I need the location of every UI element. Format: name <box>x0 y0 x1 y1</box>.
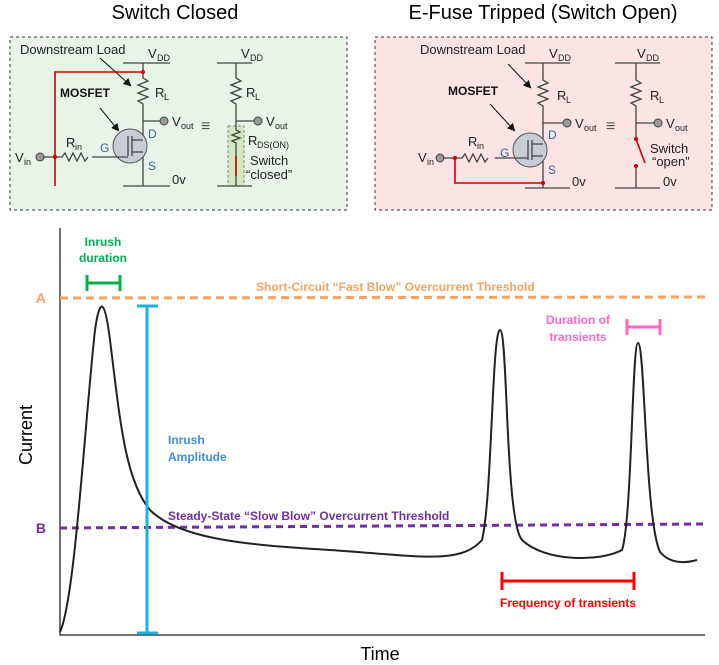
vout-label-3: V <box>575 116 584 131</box>
current-graph: Current Time A Short-Circuit “Fast Blow”… <box>16 228 706 664</box>
switch-label: Switch <box>250 153 288 168</box>
gate-feedback-wire <box>54 71 143 186</box>
open-label: “open” <box>652 154 690 169</box>
source-label: S <box>148 159 156 173</box>
level-b-label: B <box>36 520 46 536</box>
vout-label: V <box>172 114 181 129</box>
drain-label-2: D <box>548 128 557 142</box>
vdd-label-3: V <box>549 46 558 61</box>
inrush-amplitude-marker <box>137 304 158 635</box>
closed-label: “closed” <box>246 167 292 182</box>
fast-blow-threshold-line <box>59 295 706 300</box>
open-switch <box>635 138 646 164</box>
rds-label: R <box>248 133 257 148</box>
downstream-load-label: Downstream Load <box>20 42 126 57</box>
vout-sub-3: out <box>584 123 597 133</box>
vdd-label-2: V <box>241 46 250 61</box>
switch-label-2: Switch <box>650 141 688 156</box>
drain-label: D <box>148 127 157 141</box>
equivalent-symbol: ≡ <box>201 118 210 135</box>
rin-sub: in <box>75 142 82 152</box>
ground-label-2: 0v <box>572 174 586 189</box>
rin-sub-2: in <box>477 141 484 151</box>
rl-sub: L <box>164 92 169 102</box>
vout-sub-4: out <box>675 123 688 133</box>
vdd-sub-4: DD <box>646 53 659 63</box>
rl-label-3: R <box>557 88 566 103</box>
inrush-amplitude-label-2: Amplitude <box>168 450 227 464</box>
rl-sub-4: L <box>659 95 664 105</box>
vout-label-4: V <box>666 116 675 131</box>
x-axis-label: Time <box>360 644 399 664</box>
vout-sub: out <box>181 121 194 131</box>
input-resistor <box>44 151 89 163</box>
vdd-label: V <box>148 46 157 61</box>
equivalent-symbol-2: ≡ <box>606 118 615 135</box>
transient-duration-marker <box>625 319 662 335</box>
vdd-sub-3: DD <box>558 53 571 63</box>
vout-label-2: V <box>266 114 275 129</box>
mosfet-label: MOSFET <box>60 86 111 100</box>
rl-sub-2: L <box>255 92 260 102</box>
inrush-duration-label-2: duration <box>79 251 127 265</box>
rl-sub-3: L <box>566 95 571 105</box>
axes <box>59 228 705 636</box>
vdd-label-4: V <box>637 46 646 61</box>
vin-label-2: V <box>418 150 427 165</box>
mosfet-symbol-2 <box>512 132 548 168</box>
source-label-2: S <box>548 163 556 177</box>
rin-label: R <box>66 135 75 150</box>
vin-sub: in <box>24 157 31 167</box>
title-switch-closed: Switch Closed <box>112 2 239 24</box>
gate-label-2: G <box>500 146 509 160</box>
vin-sub-2: in <box>427 157 434 167</box>
fast-blow-label: Short-Circuit “Fast Blow” Overcurrent Th… <box>256 280 535 294</box>
duration-transients-label-2: transients <box>549 330 607 344</box>
transient-frequency-marker <box>500 572 636 590</box>
rl-label-4: R <box>650 88 659 103</box>
inrush-duration-label-1: Inrush <box>85 235 122 249</box>
vout-sub-2: out <box>275 121 288 131</box>
inrush-amplitude-label-1: Inrush <box>168 433 205 447</box>
mosfet-label-2: MOSFET <box>448 84 499 98</box>
ground-label: 0v <box>172 172 186 187</box>
current-curve <box>59 305 698 633</box>
y-axis-label: Current <box>16 405 36 465</box>
slow-blow-label: Steady-State “Slow Blow” Overcurrent Thr… <box>168 509 449 523</box>
frequency-transients-label: Frequency of transients <box>500 596 636 610</box>
inrush-duration-marker <box>85 275 122 291</box>
rl-label: R <box>155 85 164 100</box>
title-efuse-tripped: E-Fuse Tripped (Switch Open) <box>409 2 678 24</box>
vdd-sub-2: DD <box>250 53 263 63</box>
vin-label: V <box>15 150 24 165</box>
downstream-load-label-2: Downstream Load <box>420 42 526 57</box>
ground-label-3: 0v <box>663 174 677 189</box>
duration-transients-label-1: Duration of <box>546 313 611 327</box>
rds-sub: DS(ON) <box>257 140 289 150</box>
load-resistor <box>136 63 150 186</box>
rl-label-2: R <box>246 85 255 100</box>
rin-label-2: R <box>468 134 477 149</box>
gate-label: G <box>100 141 109 155</box>
slow-blow-threshold-line <box>59 522 706 530</box>
level-a-label: A <box>36 290 46 306</box>
vdd-sub: DD <box>157 53 170 63</box>
mosfet-symbol <box>112 128 148 164</box>
